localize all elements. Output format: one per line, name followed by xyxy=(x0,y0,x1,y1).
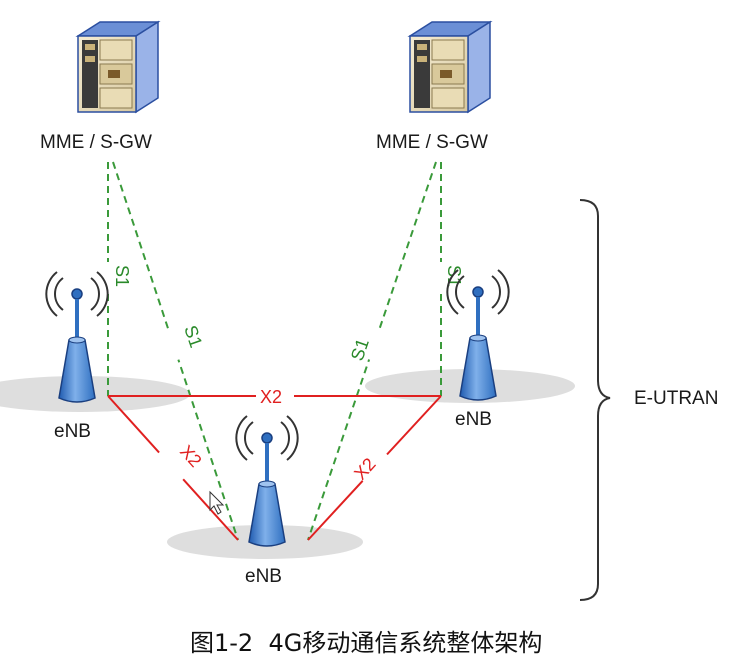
s1-label-right-vertical: S1 xyxy=(444,265,464,287)
server-cabinet-icon xyxy=(409,21,491,113)
s1-labels: S1 S1 S1 S1 xyxy=(96,262,464,363)
enb-right-node: eNB xyxy=(445,268,511,430)
enb-bottom-node: eNB xyxy=(234,414,300,587)
e-utran-label: E-UTRAN xyxy=(634,388,718,409)
enb-left-node: eNB xyxy=(44,270,110,442)
e-utran-brace xyxy=(579,199,611,601)
figure-caption: 图1-2 4G移动通信系统整体架构 xyxy=(190,629,542,657)
enb-left-label: eNB xyxy=(54,421,91,442)
s1-label-left-vertical: S1 xyxy=(112,265,132,287)
s1-line-left-diagonal xyxy=(112,161,239,541)
mouse-cursor-icon xyxy=(209,490,225,515)
enb-bottom-label: eNB xyxy=(245,566,282,587)
server-cabinet-icon xyxy=(77,21,159,113)
mme-left-label: MME / S-GW xyxy=(40,132,152,153)
s1-line-right-diagonal xyxy=(307,161,437,541)
s1-links xyxy=(107,161,442,541)
enb-right-label: eNB xyxy=(455,409,492,430)
mme-right-node: MME / S-GW xyxy=(376,21,491,153)
x2-label-top: X2 xyxy=(260,387,282,407)
mme-left-node: MME / S-GW xyxy=(40,21,159,153)
mme-right-label: MME / S-GW xyxy=(376,132,488,153)
